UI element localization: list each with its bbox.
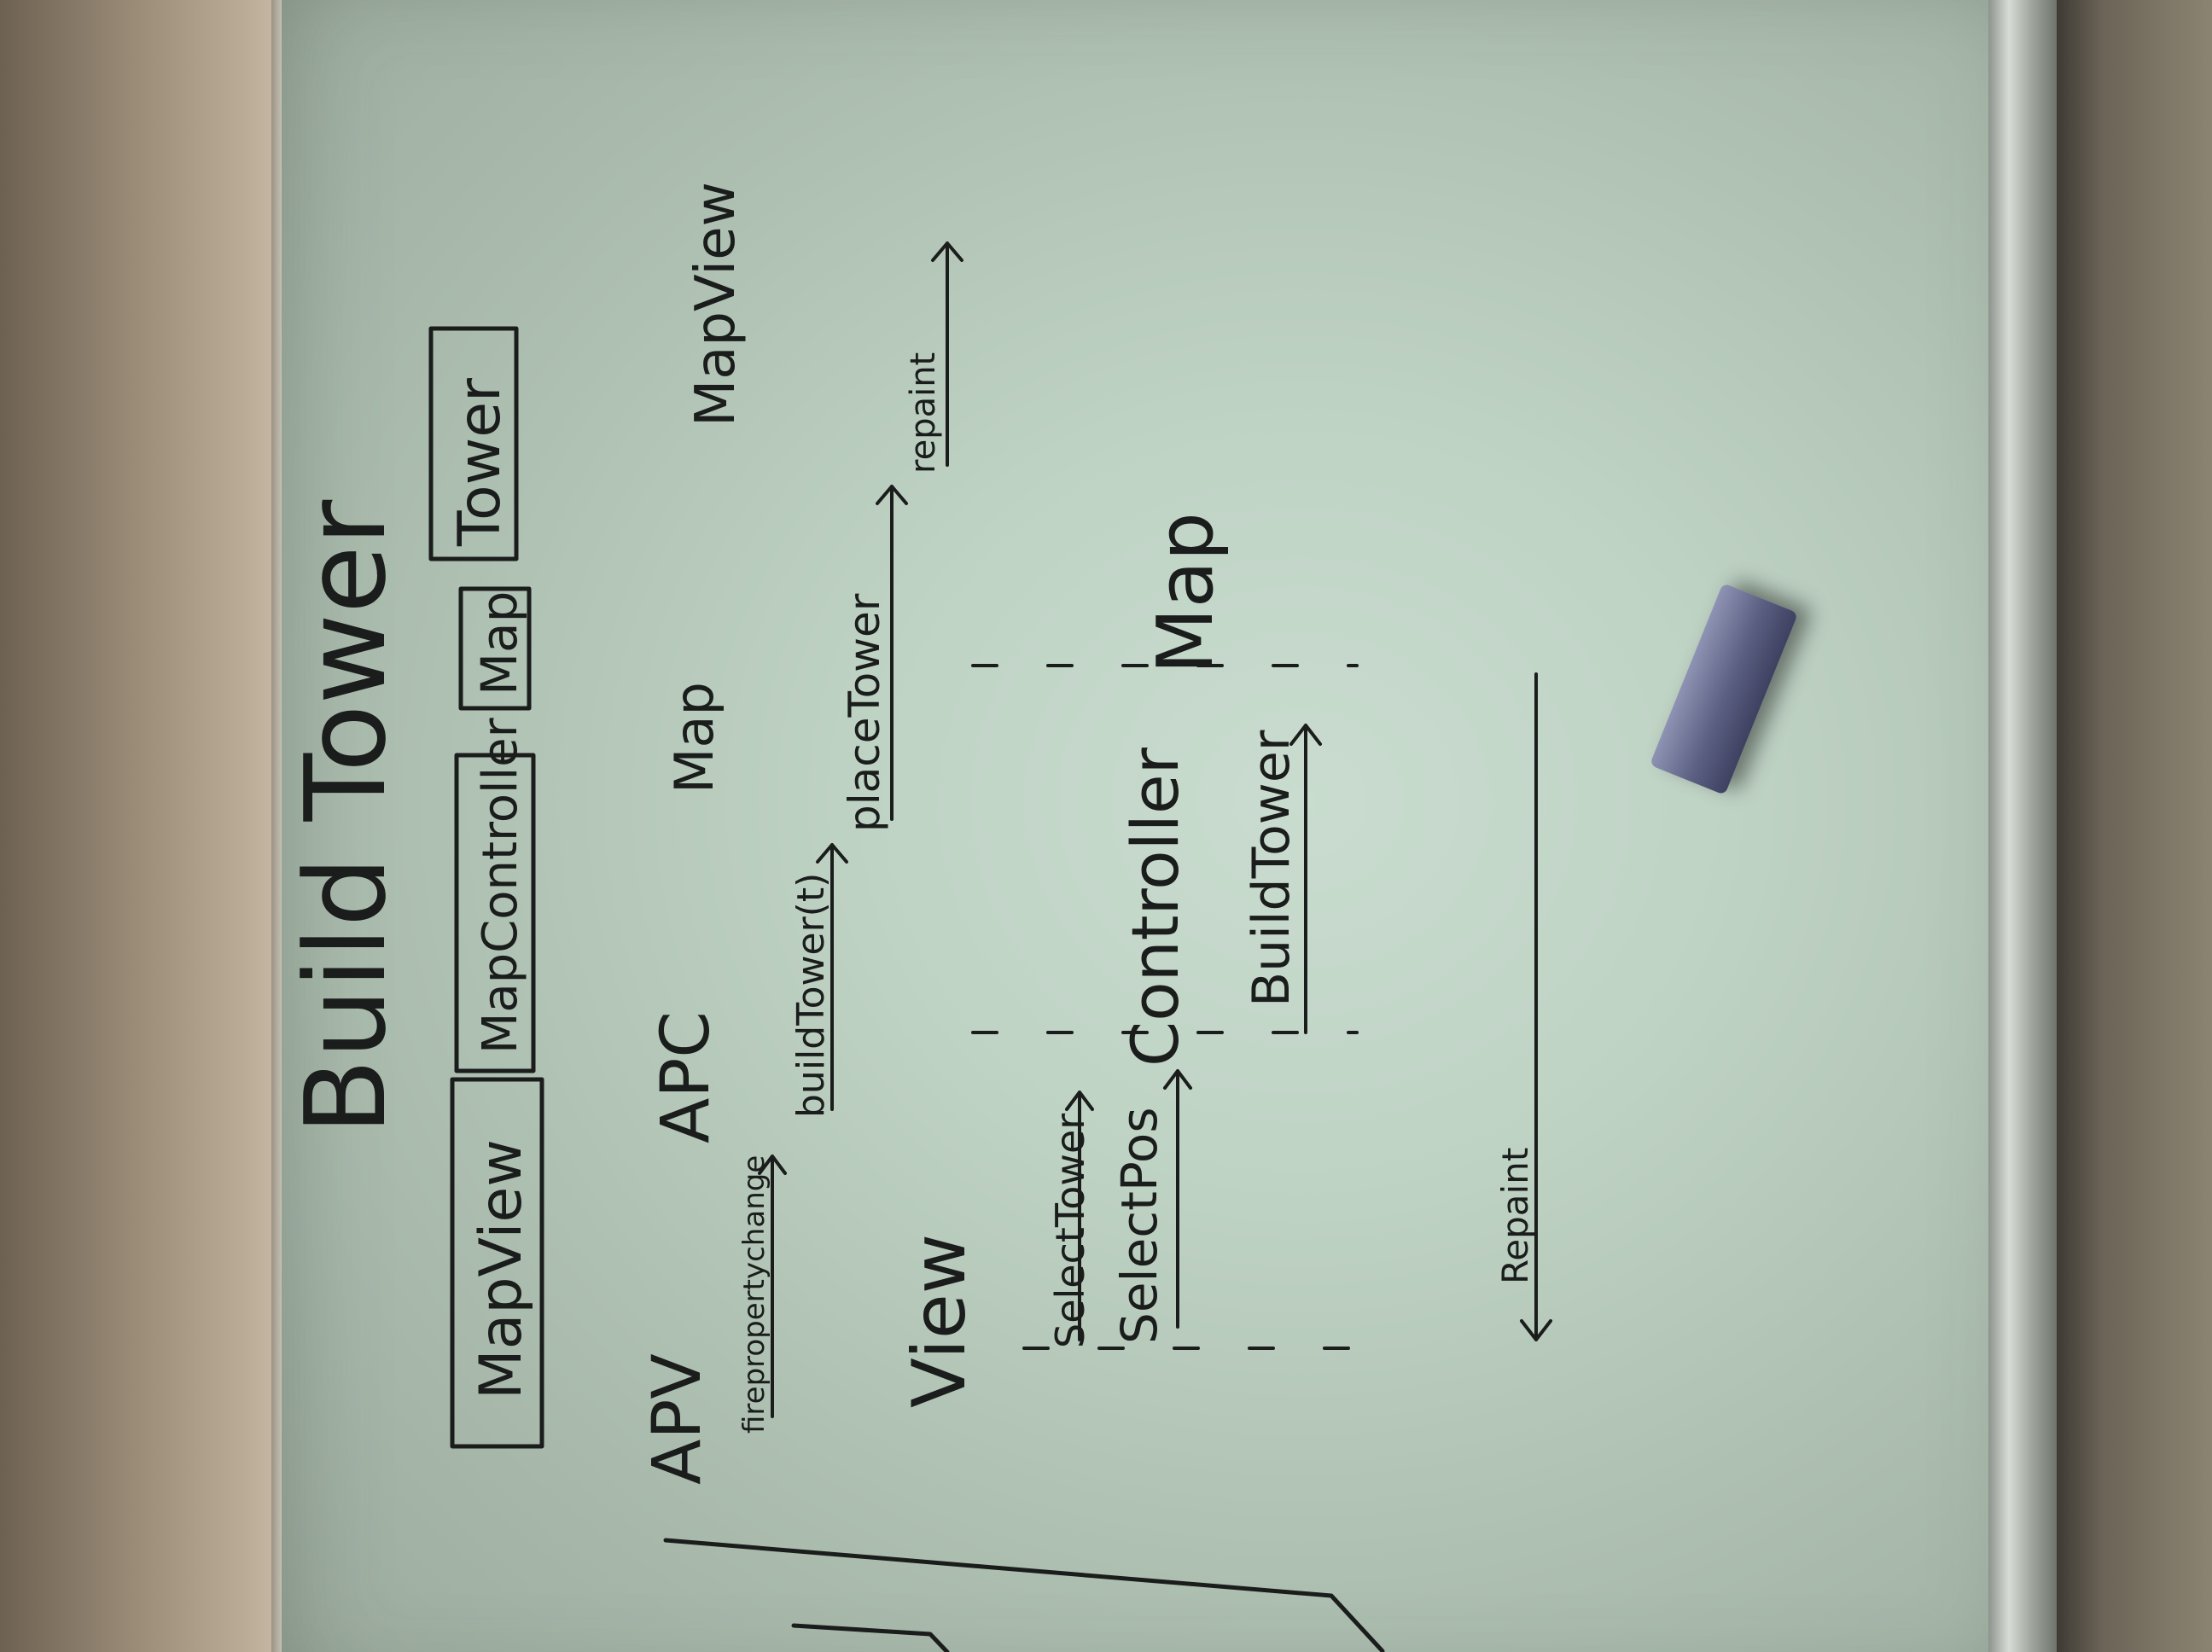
lane-label-map-bottom: Map [1141,512,1231,674]
message-selecttower: SelectTower [1047,1114,1093,1348]
message-placetower: placeTower [840,593,889,832]
lane-label-map-top: Map [663,682,725,794]
arrow-repaint-bottom [1520,672,1552,1341]
class-label-map: Map [470,591,528,695]
message-buildtower: BuildTower [1242,730,1301,1007]
whiteboard [282,0,2040,1652]
message-repaint-top: repaint [904,352,943,474]
title-build-tower: Build Tower [281,499,410,1135]
message-firepropertychange: firepropertychange [737,1155,771,1434]
arrow-selecttower [1065,1091,1094,1341]
wall [2057,0,2212,1652]
message-repaint-bottom: Repaint [1494,1148,1536,1284]
arrow-placetower [876,485,908,821]
lanes-top: APV APC Map MapView [639,182,748,1485]
whiteboard-frame-right [1988,0,2057,1652]
class-box-mapcontroller [454,753,536,1073]
class-box-mapview [450,1077,544,1449]
lane-label-mapview-top: MapView [684,182,748,427]
arrow-repaint-top [931,241,963,467]
messages-top: firepropertychange buildTower(t) placeTo… [737,241,963,1434]
message-buildtower-t: buildTower(t) [789,873,833,1118]
lane-label-apc: APC [648,1011,725,1143]
arrow-firepropertychange [758,1155,787,1418]
arrow-buildtower-t [816,843,848,1111]
class-box-map [458,586,532,711]
lane-label-view: View [897,1234,982,1408]
message-selectpos: SelectPos [1110,1107,1168,1344]
class-label-mapview: MapView [468,1139,535,1399]
class-label-mapcontroller: MapController [473,717,528,1054]
lane-label-controller: Controller [1117,747,1193,1067]
class-boxes: MapView MapController Map Tower [428,326,544,1449]
class-label-tower: Tower [446,378,514,547]
class-box-tower [428,326,519,561]
lanes-bottom: View Controller Map [897,512,1359,1408]
arrow-buildtower [1289,724,1322,1034]
sketch-box [663,1538,1385,1652]
arrow-selectpos [1163,1069,1192,1329]
lane-label-apv: APV [639,1353,716,1485]
messages-bottom: SelectTower SelectPos BuildTower Repaint [1047,672,1552,1348]
